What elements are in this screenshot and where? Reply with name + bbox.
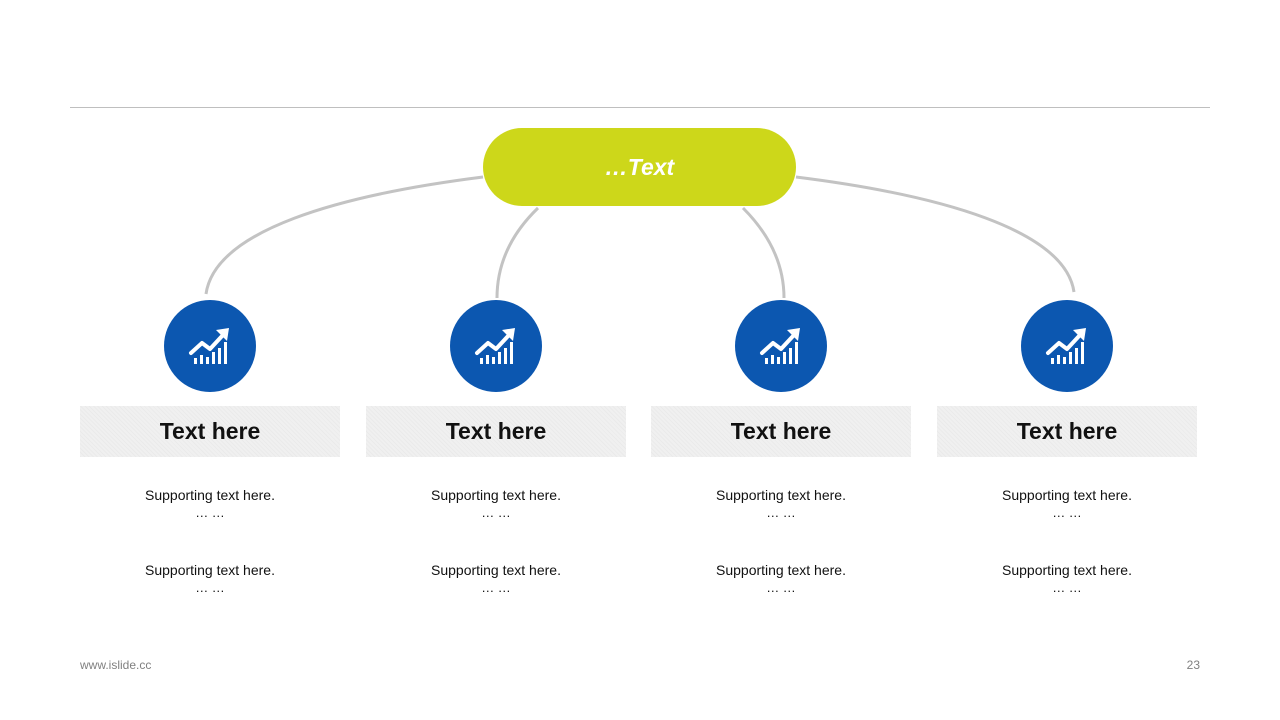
footer-website[interactable]: www.islide.cc: [80, 658, 152, 672]
item-circle-1[interactable]: [164, 300, 256, 392]
connector-4: [795, 175, 1076, 293]
supporting-text-1b: Supporting text here. … …: [145, 562, 275, 595]
top-divider: [70, 107, 1210, 108]
chart-growth-icon: [475, 328, 515, 364]
chart-growth-icon: [760, 328, 800, 364]
supporting-text-1a: Supporting text here. … …: [145, 487, 275, 520]
connector-1: [204, 175, 484, 295]
item-circle-2[interactable]: [450, 300, 542, 392]
chart-growth-icon: [189, 328, 229, 364]
item-title-box-4: Text here: [937, 406, 1197, 457]
item-circle-4[interactable]: [1021, 300, 1113, 392]
item-title-1: Text here: [159, 418, 261, 444]
item-title-box-2: Text here: [366, 406, 626, 457]
item-title-3: Text here: [730, 418, 832, 444]
supporting-text-2a: Supporting text here. … …: [431, 487, 561, 520]
supporting-text-4b: Supporting text here. … …: [1002, 562, 1132, 595]
page-number: 23: [1186, 658, 1200, 672]
item-title-4: Text here: [1016, 418, 1118, 444]
item-circle-3[interactable]: [735, 300, 827, 392]
item-title-box-1: Text here: [80, 406, 340, 457]
supporting-text-3b: Supporting text here. … …: [716, 562, 846, 595]
supporting-text-4a: Supporting text here. … …: [1002, 487, 1132, 520]
item-title-box-3: Text here: [651, 406, 911, 457]
supporting-text-3a: Supporting text here. … …: [716, 487, 846, 520]
hub-label: …Text: [604, 153, 675, 180]
chart-growth-icon: [1046, 328, 1086, 364]
connector-3: [741, 206, 786, 299]
hub-pill[interactable]: …Text: [483, 128, 796, 206]
item-title-2: Text here: [445, 418, 547, 444]
supporting-text-2b: Supporting text here. … …: [431, 562, 561, 595]
connector-2: [495, 206, 540, 299]
